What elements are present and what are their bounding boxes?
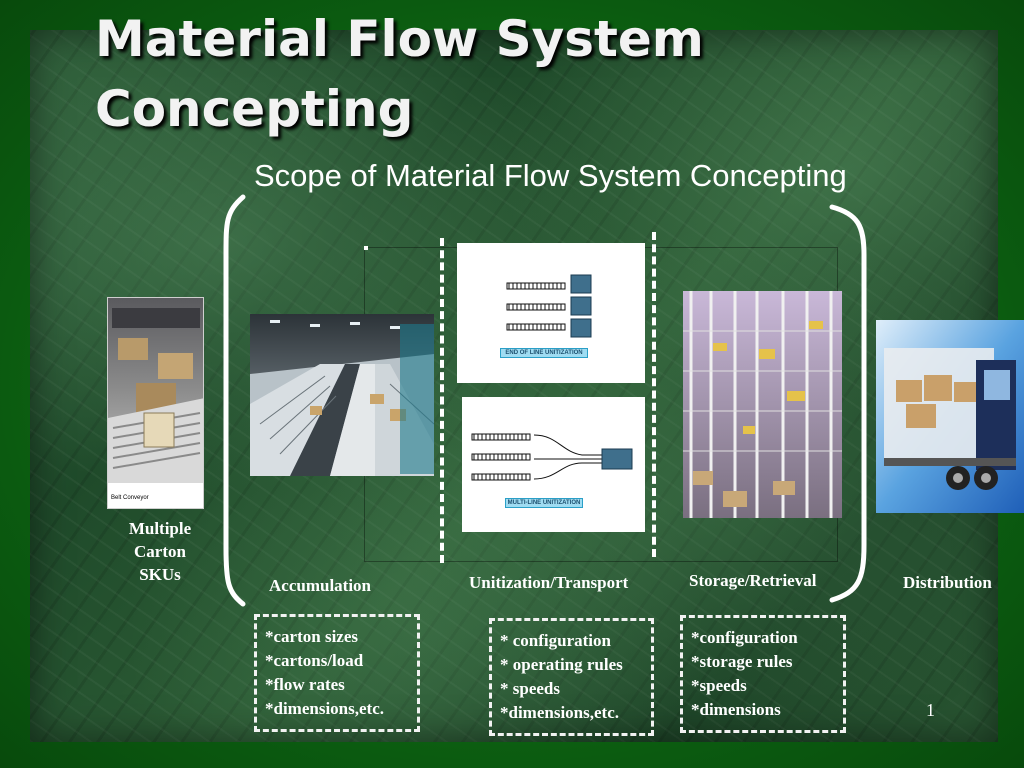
storage-retrieval-label: Storage/Retrieval — [689, 571, 817, 590]
slide-subtitle: Scope of Material Flow System Concepting — [254, 158, 847, 193]
accumulation-note-3: *flow rates — [265, 675, 345, 694]
left-scope-bracket — [223, 194, 246, 607]
multi-line-tag: MULTI-LINE UNITIZATION — [505, 498, 583, 508]
end-of-line-tag: END OF LINE UNITIZATION — [500, 348, 588, 358]
unitization-notes: * configuration * operating rules * spee… — [489, 618, 654, 736]
accumulation-notes: *carton sizes *cartons/load *flow rates … — [254, 614, 420, 732]
sku-label-line-2: Carton — [134, 542, 186, 561]
multi-line-unitization-card: MULTI-LINE UNITIZATION — [462, 397, 645, 532]
storage-note-1: *configuration — [691, 628, 798, 647]
end-of-line-diagram — [506, 274, 592, 338]
storage-rack-illustration — [683, 291, 842, 518]
accumulation-label: Accumulation — [269, 576, 371, 595]
storage-note-4: *dimensions — [691, 700, 781, 719]
slide-title-line-2: Concepting — [95, 80, 414, 138]
storage-note-2: *storage rules — [691, 652, 793, 671]
warehouse-conveyor-illustration — [250, 314, 434, 476]
dashed-divider-right — [652, 232, 656, 557]
distribution-truck-photo — [876, 320, 1024, 513]
multi-line-diagram — [471, 433, 633, 481]
accumulation-note-1: *carton sizes — [265, 627, 359, 646]
page-number: 1 — [926, 700, 935, 720]
slide-title-line-1: Material Flow System — [95, 10, 704, 68]
storage-note-3: *speeds — [691, 676, 747, 695]
storage-rack-photo — [683, 291, 842, 518]
accumulation-note-2: *cartons/load — [265, 651, 364, 670]
truck-illustration — [876, 320, 1024, 513]
unitization-note-1: * configuration — [500, 631, 611, 650]
sku-label-line-3: SKUs — [139, 565, 181, 584]
sku-label-line-1: Multiple — [128, 519, 192, 538]
storage-notes: *configuration *storage rules *speeds *d… — [680, 615, 846, 733]
unitization-note-2: * operating rules — [500, 655, 623, 674]
unitization-transport-label: Unitization/Transport — [469, 573, 629, 592]
belt-conveyor-photo: Belt Conveyor — [107, 297, 204, 509]
sku-label: Multiple Carton SKUs — [112, 517, 208, 586]
dashed-divider-left — [440, 238, 444, 563]
belt-conveyor-caption: Belt Conveyor — [111, 495, 149, 501]
distribution-label: Distribution — [903, 573, 992, 592]
unitization-note-3: * speeds — [500, 679, 560, 698]
end-of-line-unitization-card: END OF LINE UNITIZATION — [457, 243, 645, 383]
belt-conveyor-illustration — [108, 298, 203, 508]
accumulation-warehouse-photo — [250, 314, 434, 476]
right-scope-bracket — [829, 204, 867, 603]
unitization-note-4: *dimensions,etc. — [500, 703, 619, 722]
guide-frame-marker — [364, 246, 368, 250]
accumulation-note-4: *dimensions,etc. — [265, 699, 384, 718]
